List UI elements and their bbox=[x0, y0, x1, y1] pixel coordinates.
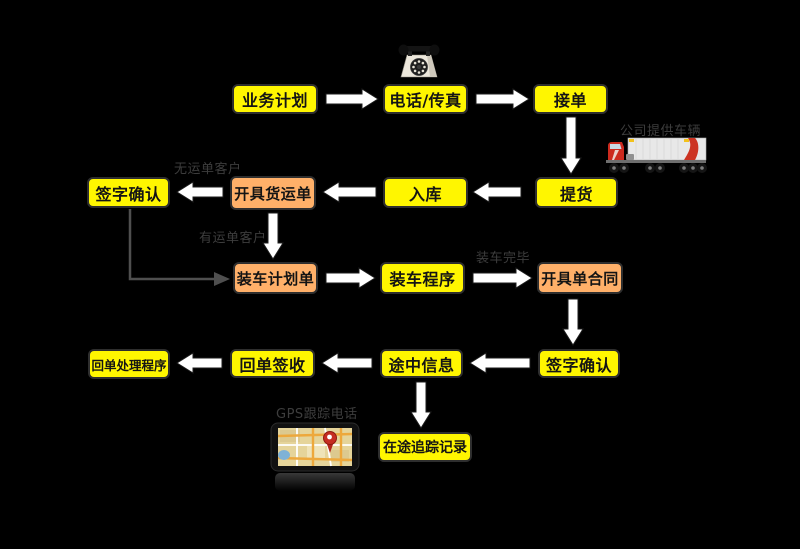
arrow-load-plan-to-load-procedure bbox=[325, 267, 376, 289]
arrow-business-plan-to-phone-fax bbox=[325, 88, 379, 110]
arrow-midway-info-to-transit-record bbox=[410, 381, 432, 429]
node-load-plan: 装车计划单 bbox=[233, 262, 318, 294]
arrow-phone-fax-to-receive-order bbox=[475, 88, 530, 110]
arrow-load-procedure-to-issue-contract bbox=[472, 267, 533, 289]
node-midway-info: 途中信息 bbox=[380, 349, 463, 378]
node-pickup: 提货 bbox=[535, 177, 618, 208]
arrow-receive-order-to-pickup bbox=[560, 116, 582, 175]
label-no-waybill-customer: 无运单客户 bbox=[174, 162, 242, 177]
node-issue-contract: 开具单合同 bbox=[537, 262, 623, 294]
label-gps-tracking-phone: GPS跟踪电话 bbox=[276, 407, 358, 422]
label-has-waybill-customer: 有运单客户 bbox=[199, 231, 267, 246]
label-load-complete: 装车完毕 bbox=[476, 251, 531, 266]
telephone-icon bbox=[398, 44, 440, 78]
node-sign-confirm-2: 签字确认 bbox=[538, 349, 620, 378]
node-load-procedure: 装车程序 bbox=[380, 262, 465, 294]
node-phone-fax: 电话/传真 bbox=[383, 84, 468, 114]
node-receipt-sign: 回单签收 bbox=[230, 349, 315, 378]
connector-sign-confirm-to-load-plan-arrowhead bbox=[214, 272, 230, 286]
truck-image bbox=[606, 137, 707, 173]
node-sign-confirm-1: 签字确认 bbox=[87, 177, 170, 208]
node-transit-record: 在途追踪记录 bbox=[378, 432, 472, 462]
arrow-pickup-to-warehouse-in bbox=[472, 181, 522, 203]
node-issue-waybill: 开具货运单 bbox=[230, 176, 316, 210]
node-receipt-process: 回单处理程序 bbox=[88, 349, 170, 379]
arrow-warehouse-in-to-issue-waybill bbox=[322, 181, 377, 203]
label-company-vehicle: 公司提供车辆 bbox=[620, 124, 702, 139]
node-receive-order: 接单 bbox=[533, 84, 608, 114]
node-warehouse-in: 入库 bbox=[383, 177, 468, 208]
arrow-sign-confirm-to-midway-info bbox=[469, 352, 531, 374]
arrow-receipt-sign-to-receipt-process bbox=[176, 352, 223, 374]
arrow-issue-contract-to-sign-confirm bbox=[562, 298, 584, 346]
arrow-midway-info-to-receipt-sign bbox=[321, 352, 373, 374]
arrow-issue-waybill-to-sign-confirm bbox=[176, 181, 224, 203]
gps-navigator-image bbox=[270, 422, 360, 491]
node-business-plan: 业务计划 bbox=[232, 84, 318, 114]
